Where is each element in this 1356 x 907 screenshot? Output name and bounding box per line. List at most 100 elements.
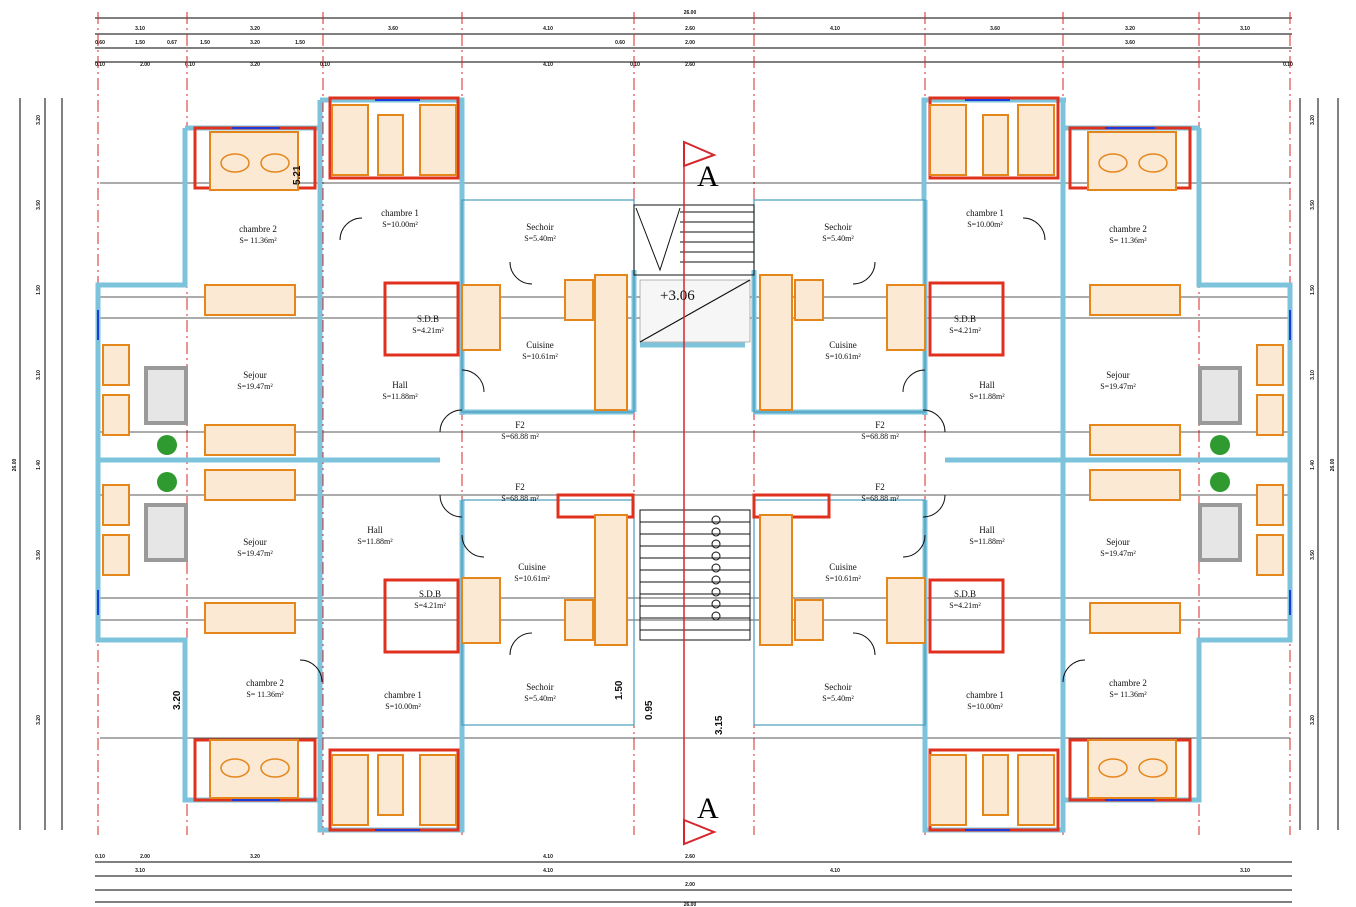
inner-dim: 1.50 (614, 680, 625, 700)
inner-dim: 3.15 (714, 715, 725, 735)
svg-text:F2: F2 (515, 420, 525, 430)
room-sdb-bottom-left: S.D.B S=4.21m² (414, 589, 446, 610)
svg-text:Sejour: Sejour (1106, 370, 1130, 380)
room-sechoir-bottom-right: Sechoir S=5.40m² (822, 682, 854, 703)
room-hall-bottom-right: Hall S=11.88m² (969, 525, 1005, 546)
right-dim: 3.50 (1310, 200, 1316, 210)
top-dim: 3.60 (1125, 40, 1135, 46)
svg-text:S=19.47m²: S=19.47m² (1100, 382, 1136, 391)
room-sejour-bottom-left: Sejour S=19.47m² (237, 537, 273, 558)
left-dim: 3.50 (36, 550, 42, 560)
wall-inner (461, 199, 926, 726)
svg-text:S=68.88 m²: S=68.88 m² (501, 432, 539, 441)
room-cuisine-bottom-right: Cuisine S=10.61m² (825, 562, 861, 583)
room-chambre-2-top-left: chambre 2 S= 11.36m² (239, 224, 277, 245)
room-f2-bottom-left: F2 S=68.88 m² (501, 482, 539, 503)
bottom-dim: 4.10 (543, 868, 553, 874)
svg-text:Cuisine: Cuisine (829, 340, 857, 350)
svg-text:S= 11.36m²: S= 11.36m² (239, 236, 277, 245)
svg-text:Sechoir: Sechoir (526, 682, 554, 692)
section-label-top: A (697, 160, 719, 193)
top-dim: 3.10 (1240, 26, 1250, 32)
top-dim: 0.60 (95, 40, 105, 46)
right-dim: 3.50 (1310, 550, 1316, 560)
room-cuisine-top-right: Cuisine S=10.61m² (825, 340, 861, 361)
svg-text:Hall: Hall (979, 525, 995, 535)
furniture (102, 104, 1284, 826)
top-dim: 2.00 (685, 40, 695, 46)
room-chambre-2-bottom-left: chambre 2 S= 11.36m² (246, 678, 284, 699)
plants (157, 435, 1230, 492)
room-f2-top-left: F2 S=68.88 m² (501, 420, 539, 441)
room-chambre-1-bottom-right: chambre 1 S=10.00m² (966, 690, 1004, 711)
side-dimension-chains (19, 98, 1339, 830)
inner-dim: 5.21 (292, 165, 303, 185)
room-chambre-1-bottom-left: chambre 1 S=10.00m² (384, 690, 422, 711)
inner-dim: 0.95 (644, 700, 655, 720)
top-dim: 3.20 (1125, 26, 1135, 32)
svg-text:Cuisine: Cuisine (829, 562, 857, 572)
top-dim: 2.00 (140, 62, 150, 68)
svg-text:S=19.47m²: S=19.47m² (237, 549, 273, 558)
svg-text:F2: F2 (875, 482, 885, 492)
bottom-dim: 2.00 (140, 854, 150, 860)
windows (97, 99, 1291, 831)
room-chambre-2-bottom-right: chambre 2 S= 11.36m² (1109, 678, 1147, 699)
svg-text:Hall: Hall (979, 380, 995, 390)
svg-text:S.D.B: S.D.B (954, 589, 976, 599)
bottom-dim: 2.00 (685, 882, 695, 888)
svg-text:S=11.88m²: S=11.88m² (969, 537, 1005, 546)
svg-text:S=4.21m²: S=4.21m² (414, 601, 446, 610)
svg-text:S=4.21m²: S=4.21m² (949, 326, 981, 335)
svg-text:S= 11.36m²: S= 11.36m² (1109, 690, 1147, 699)
svg-text:S=11.88m²: S=11.88m² (357, 537, 393, 546)
stair-lower (639, 509, 751, 641)
right-dim: 3.10 (1310, 370, 1316, 380)
svg-text:S.D.B: S.D.B (954, 314, 976, 324)
svg-text:Sejour: Sejour (1106, 537, 1130, 547)
left-total-dim: 26.00 (12, 459, 18, 472)
svg-text:S=4.21m²: S=4.21m² (412, 326, 444, 335)
top-dim: 0.67 (167, 40, 177, 46)
svg-text:chambre 1: chambre 1 (966, 208, 1004, 218)
top-dim: 1.50 (295, 40, 305, 46)
svg-text:S=10.00m²: S=10.00m² (385, 702, 421, 711)
bottom-dim: 2.60 (685, 854, 695, 860)
svg-text:S=5.40m²: S=5.40m² (524, 234, 556, 243)
top-dim: 3.20 (250, 62, 260, 68)
bottom-dimension-chains (95, 861, 1292, 903)
svg-text:S=5.40m²: S=5.40m² (822, 694, 854, 703)
svg-text:chambre 2: chambre 2 (239, 224, 277, 234)
left-dim: 3.20 (36, 115, 42, 125)
room-f2-top-right: F2 S=68.88 m² (861, 420, 899, 441)
svg-text:F2: F2 (515, 482, 525, 492)
top-dim: 0.60 (615, 40, 625, 46)
room-sechoir-bottom-left: Sechoir S=5.40m² (524, 682, 556, 703)
room-sdb-bottom-right: S.D.B S=4.21m² (949, 589, 981, 610)
svg-text:S= 11.36m²: S= 11.36m² (1109, 236, 1147, 245)
section-line (683, 140, 717, 846)
right-dim: 3.20 (1310, 115, 1316, 125)
svg-text:S=68.88 m²: S=68.88 m² (861, 432, 899, 441)
bottom-dim: 3.10 (135, 868, 145, 874)
svg-text:S=11.88m²: S=11.88m² (969, 392, 1005, 401)
svg-text:chambre 2: chambre 2 (1109, 224, 1147, 234)
svg-text:S=68.88 m²: S=68.88 m² (501, 494, 539, 503)
top-dim: 0.10 (630, 62, 640, 68)
svg-text:S=11.88m²: S=11.88m² (382, 392, 418, 401)
top-dim: 0.10 (320, 62, 330, 68)
room-cuisine-top-left: Cuisine S=10.61m² (522, 340, 558, 361)
svg-text:S=10.61m²: S=10.61m² (522, 352, 558, 361)
top-dim: 2.60 (685, 26, 695, 32)
svg-text:F2: F2 (875, 420, 885, 430)
top-dim: 3.10 (135, 26, 145, 32)
svg-text:Hall: Hall (367, 525, 383, 535)
room-chambre-2-top-right: chambre 2 S= 11.36m² (1109, 224, 1147, 245)
top-dim: 2.60 (685, 62, 695, 68)
right-dim: 1.40 (1310, 460, 1316, 470)
top-dim: 4.10 (830, 26, 840, 32)
right-dim: 3.20 (1310, 715, 1316, 725)
left-dim: 1.50 (36, 285, 42, 295)
partitions (193, 96, 1192, 832)
bottom-dim: 4.10 (543, 854, 553, 860)
